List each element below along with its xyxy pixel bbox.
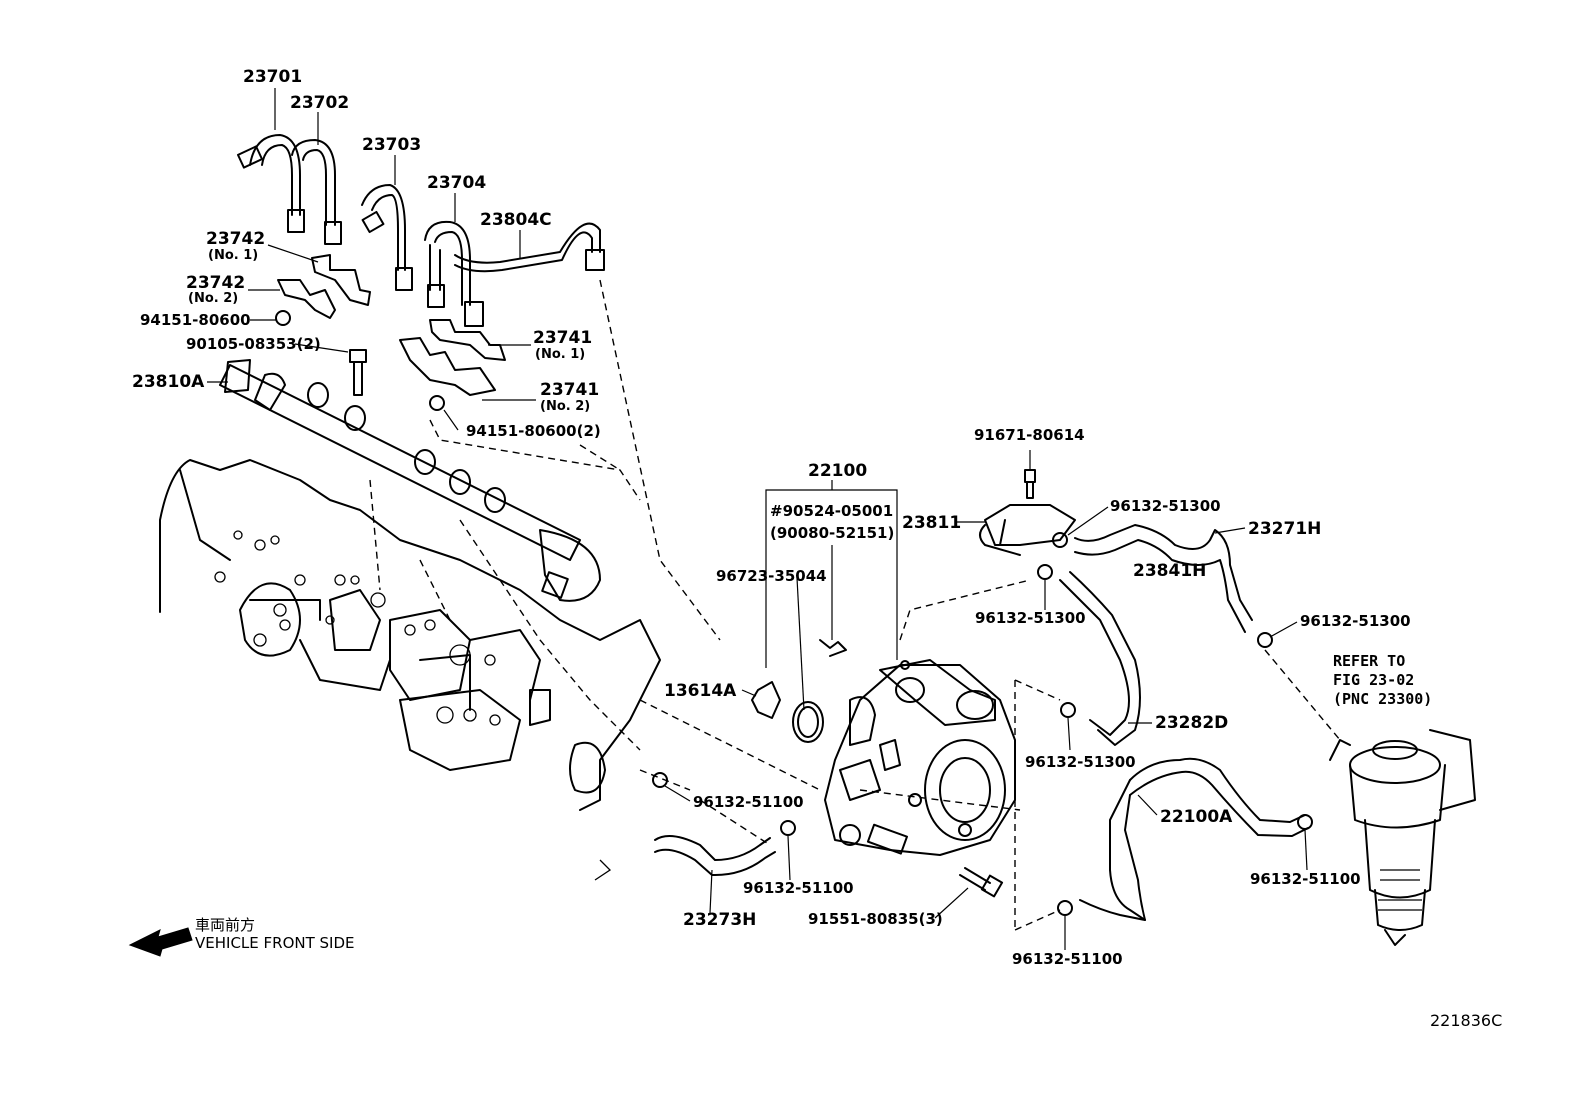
label-91671-80614: 91671-80614 [974, 426, 1085, 444]
bracket [979, 469, 1076, 556]
label-23741-no1: 23741 [533, 328, 592, 348]
label-94151-80600-2: 94151-80600(2) [466, 422, 601, 440]
injection-pipes [236, 134, 605, 327]
common-rail [219, 359, 601, 602]
label-90080-52151: (90080-52151) [770, 524, 894, 542]
reference-lines [369, 279, 1341, 931]
label-91551-80835: 91551-80835(3) [808, 910, 943, 928]
label-96723-35044: 96723-35044 [716, 567, 827, 585]
refer-note-line1: REFER TO [1333, 652, 1405, 670]
label-23273H: 23273H [683, 910, 756, 930]
label-23741-no2: 23741 [540, 380, 599, 400]
label-23742-no1-sub: (No. 1) [208, 248, 258, 263]
label-94151-80600: 94151-80600 [140, 311, 251, 329]
label-22100: 22100 [808, 461, 867, 481]
label-96132-51100-d: 96132-51100 [1250, 870, 1361, 888]
label-96132-51300-a: 96132-51300 [1110, 497, 1221, 515]
label-23701: 23701 [243, 67, 302, 87]
label-96132-51300-b: 96132-51300 [975, 609, 1086, 627]
supply-pump [824, 659, 1016, 856]
figure-id: 221836C [1430, 1011, 1502, 1030]
label-23741-no1-sub: (No. 1) [535, 347, 585, 362]
label-96132-51100-c: 96132-51100 [1012, 950, 1123, 968]
group-bracket-22100 [765, 480, 898, 668]
label-23282D: 23282D [1155, 713, 1228, 733]
label-23742-no2: 23742 [186, 273, 245, 293]
label-23742-no1: 23742 [206, 229, 265, 249]
engine-block [159, 459, 661, 881]
refer-note-line2: FIG 23-02 [1333, 671, 1414, 689]
leader-lines [207, 88, 1308, 950]
vehicle-front-indicator: 車両前方 VEHICLE FRONT SIDE [128, 916, 355, 957]
label-23810A: 23810A [132, 372, 205, 392]
fuel-filter [1329, 729, 1476, 946]
label-23702: 23702 [290, 93, 349, 113]
front-arrow-icon [128, 927, 193, 957]
pipe-clamps [275, 254, 506, 411]
hose-clips [652, 532, 1313, 916]
label-13614A: 13614A [664, 681, 737, 701]
label-90105-08353: 90105-08353(2) [186, 335, 321, 353]
label-96132-51300-d: 96132-51300 [1025, 753, 1136, 771]
direction-label-en: VEHICLE FRONT SIDE [195, 934, 355, 952]
label-23804C: 23804C [480, 210, 552, 230]
label-23704: 23704 [427, 173, 486, 193]
fuel-hoses [654, 524, 1309, 921]
label-22100A: 22100A [1160, 807, 1233, 827]
label-96132-51300-c: 96132-51300 [1300, 612, 1411, 630]
part-labels: 23701 23702 23703 23704 23804C 23742 (No… [132, 67, 1411, 968]
label-90524-05001: #90524-05001 [770, 502, 893, 520]
o-ring-and-coupling [751, 639, 847, 743]
refer-note: REFER TO FIG 23-02 (PNC 23300) [1333, 652, 1432, 708]
label-96132-51100-b: 96132-51100 [743, 879, 854, 897]
label-96132-51100-a: 96132-51100 [693, 793, 804, 811]
label-23703: 23703 [362, 135, 421, 155]
direction-label-jp: 車両前方 [195, 916, 255, 934]
label-23841H: 23841H [1133, 561, 1206, 581]
label-23271H: 23271H [1248, 519, 1321, 539]
label-23742-no2-sub: (No. 2) [188, 291, 238, 306]
refer-note-line3: (PNC 23300) [1333, 690, 1432, 708]
label-23741-no2-sub: (No. 2) [540, 399, 590, 414]
label-23811: 23811 [902, 513, 961, 533]
